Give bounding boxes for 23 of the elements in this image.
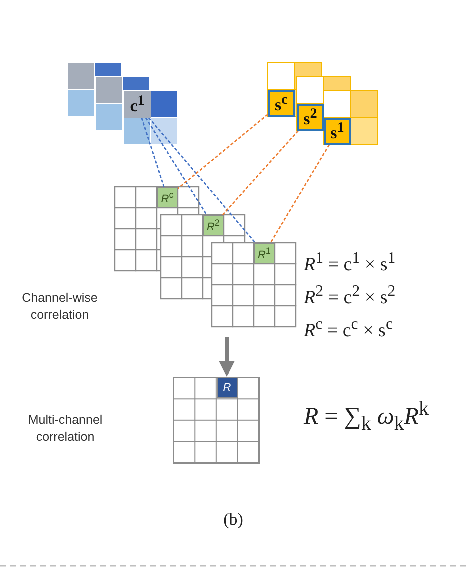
- connector-line: [145, 118, 208, 216]
- connector-line: [222, 130, 299, 216]
- feature-cell: s$^{2}$: [297, 104, 324, 131]
- connector-line: [148, 118, 256, 244]
- step-label: Multi-channel correlation: [27, 412, 104, 446]
- caption: (b): [222, 510, 244, 530]
- equation: R$^{1}$ = c$^{1}$ × s$^{1}$: [304, 250, 396, 276]
- feature-cell: c$^{1}$: [124, 91, 151, 118]
- step-label: Channel-wise correlation: [21, 290, 99, 324]
- correlation-grid: [173, 377, 260, 464]
- connector-line: [178, 114, 268, 190]
- correlation-cell: R: [216, 376, 238, 398]
- equation: R$^{c}$ = c$^{c}$ × s$^{c}$: [304, 316, 393, 342]
- equation: R = ∑$_{k}$ ω$_{k}$R$^{k}$: [304, 398, 429, 436]
- arrow: [219, 337, 235, 377]
- correlation-cell: R$^{2}$: [203, 215, 224, 236]
- connector-line: [141, 118, 165, 188]
- correlation-cell: R$^{c}$: [157, 187, 178, 208]
- correlation-cell: R$^{1}$: [254, 243, 275, 264]
- equation: R$^{2}$ = c$^{2}$ × s$^{2}$: [304, 283, 396, 310]
- feature-cell: s$^{1}$: [324, 118, 351, 145]
- feature-cell: s$^{c}$: [268, 90, 295, 117]
- connector-line: [270, 144, 330, 244]
